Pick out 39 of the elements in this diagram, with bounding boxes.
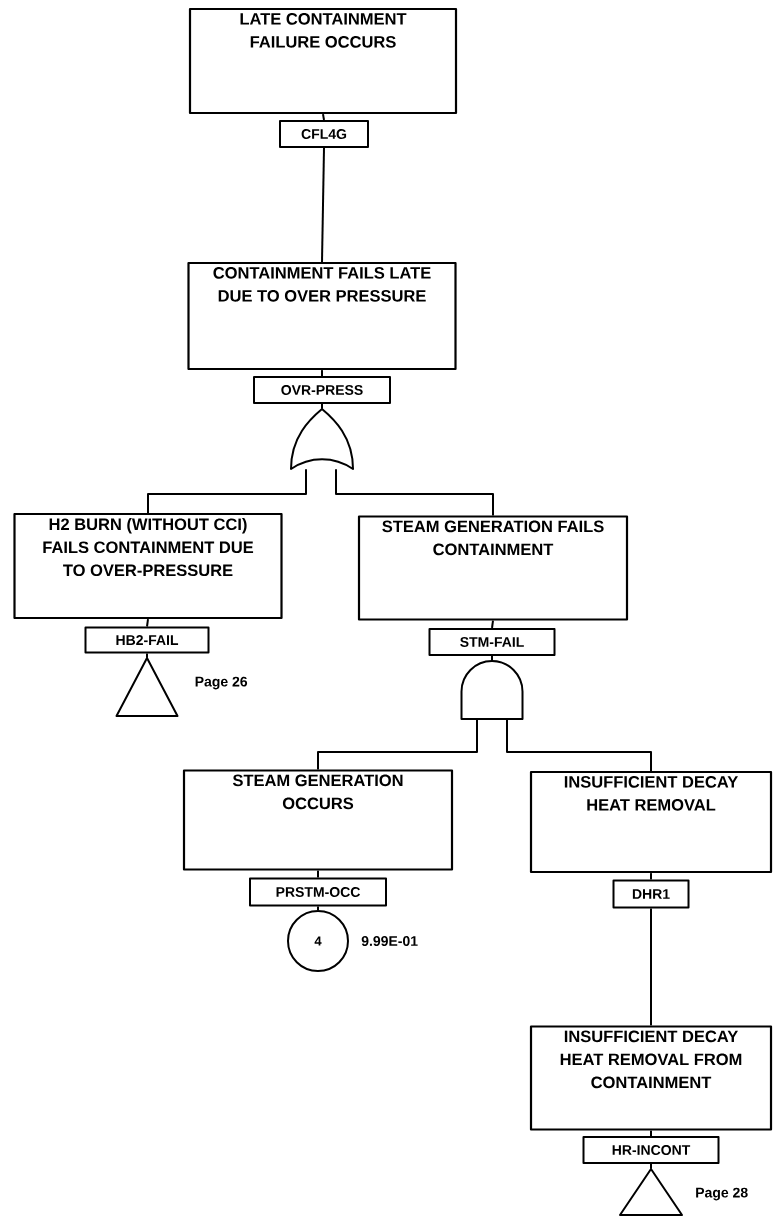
event-id-box: PRSTM-OCC — [249, 877, 387, 907]
connector-line — [321, 147, 325, 263]
event-box: LATE CONTAINMENT FAILURE OCCURS — [188, 7, 458, 115]
event-box: INSUFFICIENT DECAY HEAT REMOVAL FROM CONTAINMENT — [529, 1025, 773, 1131]
connector-line — [146, 618, 149, 628]
or-gate — [290, 408, 354, 470]
event-box: STEAM GENERATION OCCURS — [182, 769, 454, 871]
event-id-box: STM-FAIL — [428, 628, 556, 656]
transfer-triangle — [619, 1168, 683, 1216]
connector-line — [322, 113, 325, 121]
connector-line — [147, 468, 307, 514]
event-box: CONTAINMENT FAILS LATE DUE TO OVER PRESSURE — [187, 261, 457, 371]
event-id-box: CFL4G — [279, 120, 369, 148]
connector-line — [650, 1163, 652, 1170]
connector-line — [335, 468, 494, 517]
event-id-box: HB2-FAIL — [84, 626, 210, 654]
connector-line — [491, 655, 493, 662]
event-box: INSUFFICIENT DECAY HEAT REMOVAL — [529, 770, 773, 874]
connector-line — [146, 652, 148, 659]
connector-line — [317, 718, 478, 771]
event-id-box: HR-INCONT — [582, 1136, 720, 1164]
side-label: Page 28 — [696, 1187, 748, 1201]
connector-line — [317, 869, 319, 879]
and-gate — [460, 660, 524, 720]
connector-line — [650, 907, 652, 1027]
event-id-box: OVR-PRESS — [253, 376, 391, 404]
side-label: Page 26 — [195, 676, 248, 690]
connector-line — [650, 1129, 652, 1137]
connector-line — [317, 905, 319, 911]
event-box: H2 BURN (WITHOUT CCI) FAILS CONTAINMENT DUE TO OVER-PRESSURE — [13, 512, 283, 620]
side-label: 9.99E-01 — [361, 936, 418, 946]
connector-line — [650, 872, 652, 881]
event-id-box: DHR1 — [612, 879, 690, 909]
connector-line — [321, 403, 323, 410]
event-box: STEAM GENERATION FAILS CONTAINMENT — [357, 515, 629, 621]
connector-line — [321, 369, 323, 377]
connector-line — [491, 619, 494, 629]
connector-line — [506, 718, 652, 772]
transfer-triangle — [115, 657, 179, 717]
